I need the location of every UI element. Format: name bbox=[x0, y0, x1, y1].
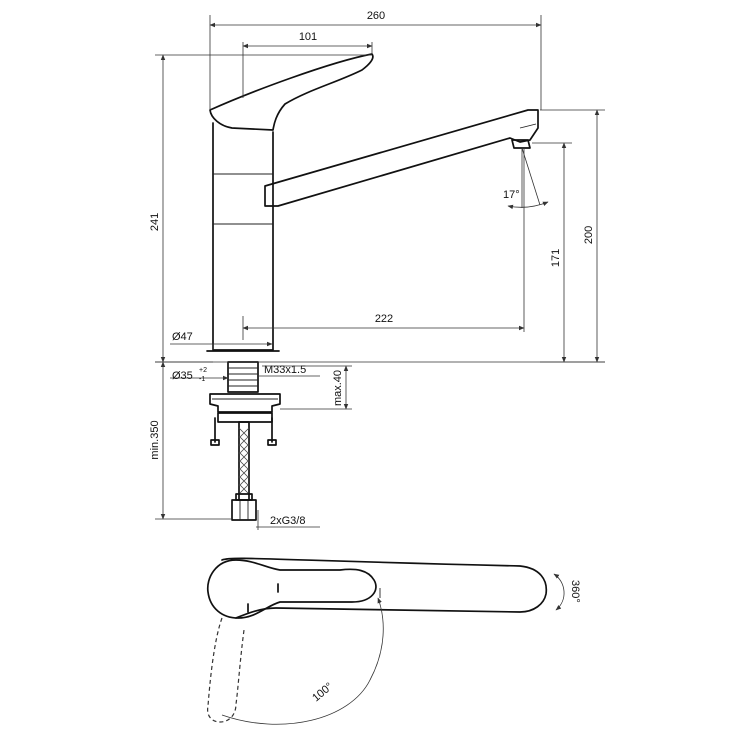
mounting-plate bbox=[209, 393, 281, 413]
angle-handle-rotation: 100° bbox=[310, 680, 335, 704]
dimension-lines: 260 101 241 200 171 222 Ø47 Ø35 bbox=[149, 10, 605, 530]
handle-plan bbox=[206, 559, 377, 619]
hose-connector-nut bbox=[231, 499, 257, 521]
dim-connections: 2xG3/8 bbox=[270, 515, 305, 527]
dim-body-diameter: Ø47 bbox=[172, 331, 193, 343]
dim-outlet-height: 171 bbox=[550, 249, 562, 267]
faucet-elevation-view bbox=[206, 53, 539, 352]
dim-hole-diameter: Ø35 bbox=[172, 370, 193, 382]
lever-handle bbox=[209, 53, 374, 131]
aerator bbox=[511, 139, 531, 149]
dim-handle-length: 101 bbox=[299, 31, 317, 43]
dim-total-width: 260 bbox=[367, 10, 385, 22]
handle-rotated-position bbox=[207, 617, 245, 723]
dim-hole-tolerance-upper: +2 bbox=[199, 367, 207, 374]
dim-spout-reach: 222 bbox=[375, 313, 393, 325]
angle-aerator-tilt: 17° bbox=[503, 189, 520, 201]
dim-total-height: 241 bbox=[149, 213, 161, 231]
dim-hole-tolerance-lower: -1 bbox=[199, 376, 205, 383]
mounting-bracket bbox=[217, 412, 273, 423]
spout-plan bbox=[221, 557, 548, 619]
angle-spout-swivel: 360° bbox=[569, 580, 581, 603]
dim-spout-height: 200 bbox=[583, 226, 595, 244]
faucet-plan-view: 100° 360° bbox=[206, 557, 581, 725]
dim-max-deck-thickness: max.40 bbox=[332, 370, 344, 406]
dim-min-hose-length: min.350 bbox=[149, 420, 161, 459]
dim-thread: M33x1.5 bbox=[264, 364, 306, 376]
faucet-body bbox=[212, 122, 274, 351]
spout bbox=[264, 109, 539, 207]
mounting-assembly bbox=[209, 361, 281, 521]
threaded-shank bbox=[227, 361, 259, 393]
spout-tip-line bbox=[519, 123, 537, 129]
